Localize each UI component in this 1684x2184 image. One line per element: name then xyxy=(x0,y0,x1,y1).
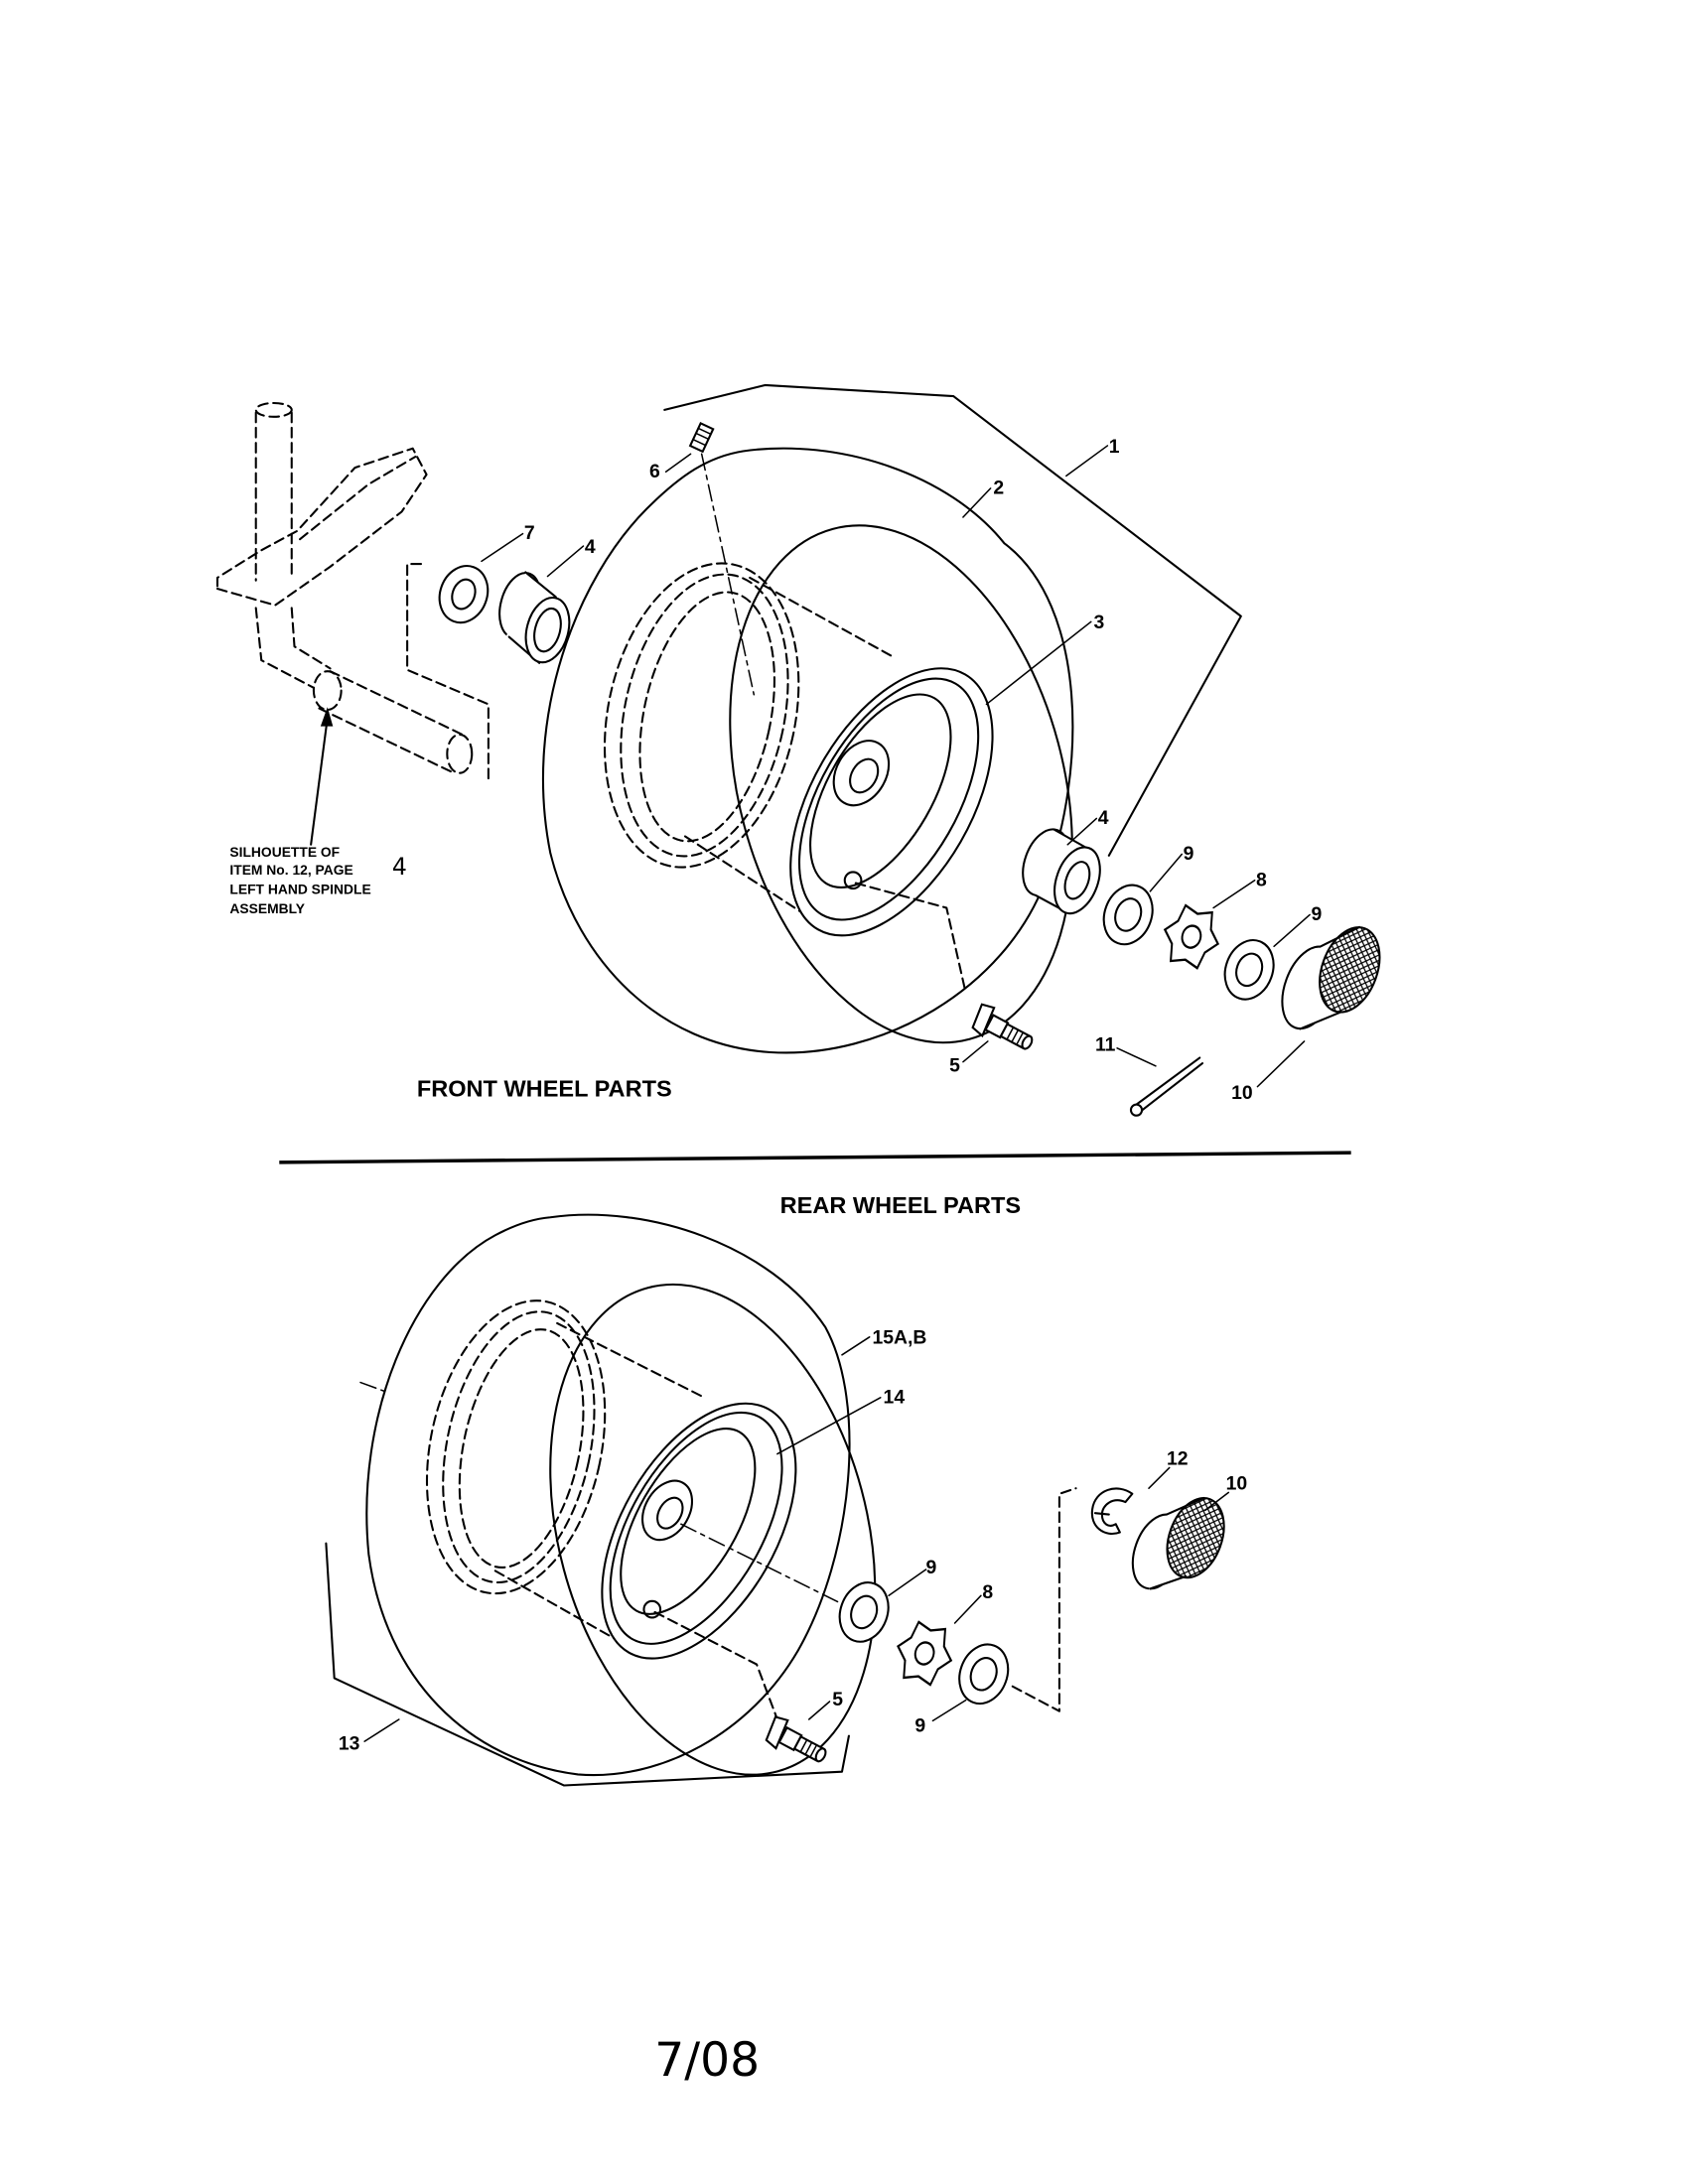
front-cotter-pin-11 xyxy=(1129,1056,1204,1117)
spindle-shaft-top xyxy=(329,670,464,736)
note-page-number: 4 xyxy=(392,853,407,881)
callout-8: 8 xyxy=(982,1581,993,1603)
rear-bearing-10 xyxy=(1131,1496,1225,1590)
callout-10: 10 xyxy=(1226,1473,1248,1495)
spindle-joint xyxy=(312,670,343,712)
front-rim-back xyxy=(603,562,896,926)
section-divider xyxy=(279,1151,1351,1164)
callout-9-a: 9 xyxy=(1184,843,1194,865)
callout-4-right: 4 xyxy=(1098,807,1109,829)
spindle-arm-right xyxy=(290,607,332,670)
rear-axle-centerline xyxy=(680,1523,840,1603)
rear-bracket-13 xyxy=(325,1542,850,1787)
front-washer-9-a xyxy=(1102,884,1154,946)
spindle-plate-edge xyxy=(299,455,417,541)
front-bushing-right xyxy=(1022,828,1101,915)
note-line-3: LEFT HAND SPINDLE xyxy=(229,882,370,897)
rear-rim-back xyxy=(425,1299,703,1647)
front-wheel-assembly: 1 2 3 7 4 6 4 9 8 9 5 11 10 SILHOUETTE O… xyxy=(215,383,1381,1117)
spindle-pin-top xyxy=(254,401,293,418)
front-washer-7 xyxy=(438,565,490,624)
front-tire-sidewall xyxy=(729,524,1073,1044)
rear-tire-sidewall xyxy=(549,1283,877,1776)
silhouette-arrow xyxy=(310,707,334,846)
callout-11: 11 xyxy=(1095,1034,1116,1056)
front-section-title: FRONT WHEEL PARTS xyxy=(417,1075,672,1101)
front-valve-stem-5 xyxy=(971,1003,1034,1050)
callout-14: 14 xyxy=(884,1386,906,1408)
callout-12: 12 xyxy=(1167,1448,1189,1470)
rear-section-title: REAR WHEEL PARTS xyxy=(780,1192,1021,1218)
front-callouts: 1 2 3 7 4 6 4 9 8 9 5 11 10 xyxy=(524,436,1323,1104)
front-valve-core-6 xyxy=(688,422,715,454)
rear-wheel-assembly: REAR WHEEL PARTS xyxy=(325,1192,1247,1787)
rear-washer-9-a xyxy=(838,1581,890,1643)
rear-axle-centerline-left xyxy=(359,1381,456,1418)
rear-callouts: 15A,B 14 12 10 9 8 5 9 13 xyxy=(339,1327,1247,1755)
front-rim-valve-hole xyxy=(843,871,863,890)
front-rim-hub xyxy=(832,740,891,807)
front-valve-core-guide xyxy=(700,453,756,696)
spindle-bracket-line xyxy=(406,563,490,783)
rear-valve-stem-5 xyxy=(765,1715,827,1763)
front-valve-guide xyxy=(854,882,967,995)
note-line-2: ITEM No. 12, PAGE xyxy=(229,862,352,878)
callout-7: 7 xyxy=(524,522,535,544)
callout-1: 1 xyxy=(1109,436,1120,458)
front-bearing-10 xyxy=(1281,925,1381,1030)
spindle-silhouette xyxy=(215,401,490,783)
callout-10: 10 xyxy=(1231,1082,1253,1104)
rear-tire xyxy=(365,1213,851,1777)
rear-star-washer-8 xyxy=(897,1620,953,1687)
rear-leader-lines xyxy=(363,1336,1230,1742)
front-bushing-left xyxy=(498,571,571,664)
rear-washer-9-b xyxy=(958,1643,1010,1706)
callout-8: 8 xyxy=(1256,869,1267,890)
diagram-canvas: 1 2 3 7 4 6 4 9 8 9 5 11 10 SILHOUETTE O… xyxy=(215,383,1381,2088)
front-washer-9-b xyxy=(1223,939,1275,1001)
rear-rim-hub xyxy=(641,1479,694,1542)
callout-9-b: 9 xyxy=(914,1714,925,1736)
front-bracket-1 xyxy=(663,383,1242,857)
callout-9-b: 9 xyxy=(1311,903,1322,925)
spindle-shaft-bottom xyxy=(318,707,456,774)
callout-13: 13 xyxy=(339,1732,360,1754)
footer-date: 7/08 xyxy=(654,2033,760,2088)
callout-5: 5 xyxy=(832,1689,843,1710)
rear-rim-valve-hole xyxy=(642,1599,662,1619)
callout-2: 2 xyxy=(993,477,1004,498)
callout-5: 5 xyxy=(949,1054,960,1076)
rear-e-clip-12 xyxy=(1090,1487,1134,1535)
note-line-1: SILHOUETTE OF xyxy=(229,844,340,860)
silhouette-note: SILHOUETTE OF ITEM No. 12, PAGE 4 LEFT H… xyxy=(229,844,406,916)
spindle-plate xyxy=(215,447,428,607)
rear-right-bracket-line xyxy=(1011,1487,1077,1712)
callout-3: 3 xyxy=(1094,612,1105,633)
spindle-arm-left xyxy=(254,607,315,689)
callout-9-a: 9 xyxy=(926,1557,937,1578)
rear-rim xyxy=(601,1402,797,1660)
callout-6: 6 xyxy=(649,461,660,482)
front-rim xyxy=(789,667,994,937)
spindle-shaft-end xyxy=(446,733,474,774)
front-leader-lines xyxy=(481,445,1311,1088)
front-star-washer-8 xyxy=(1163,903,1220,970)
rear-valve-guide xyxy=(653,1610,778,1721)
note-line-4: ASSEMBLY xyxy=(229,900,305,916)
callout-15ab: 15A,B xyxy=(872,1327,926,1349)
callout-4-left: 4 xyxy=(585,536,596,558)
